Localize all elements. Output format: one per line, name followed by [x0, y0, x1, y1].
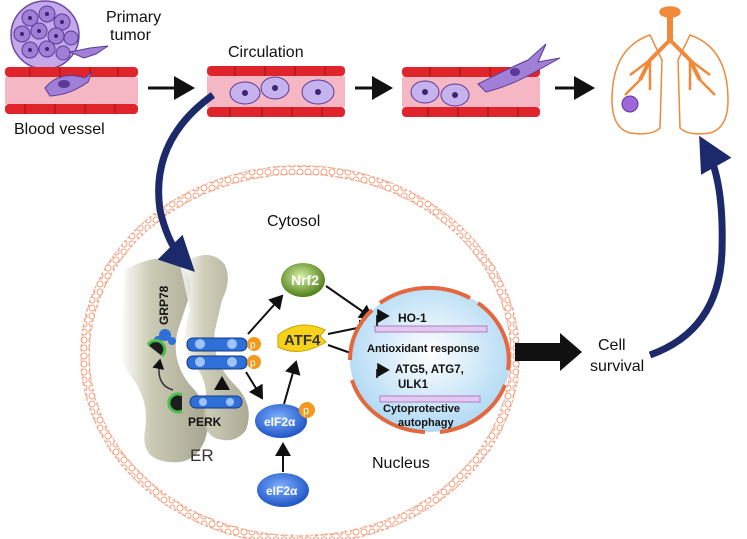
- er-label: ER: [190, 446, 214, 465]
- blood-vessel-circulation: [207, 66, 345, 117]
- perk-dimer-active: [186, 337, 261, 370]
- atg-genes-label-2: ULK1: [398, 379, 429, 391]
- cytoprotective-label: Cytoprotective: [383, 403, 460, 415]
- blood-vessel-1: [5, 67, 138, 114]
- primary-tumor: [10, 0, 109, 70]
- eif2a-phos-label: eIF2α: [264, 415, 296, 429]
- cell-survival-label: Cell: [598, 337, 626, 354]
- grp78-chaperone: [146, 329, 176, 358]
- circulation-to-cell-arrow: [155, 92, 216, 272]
- phospho-eif2a: p: [303, 405, 309, 417]
- grp78-release-arrow: [152, 358, 174, 391]
- eif2a-phosphorylated: [255, 402, 315, 438]
- phospho-perk-1: p: [250, 340, 256, 351]
- lungs-illustration: [611, 6, 729, 135]
- eif2a-unphosphorylated: [257, 473, 309, 507]
- atf4-label: ATF4: [284, 332, 321, 349]
- cell-survival-label-2: survival: [590, 358, 644, 375]
- nucleus: [347, 285, 511, 434]
- eif2a-label: eIF2α: [266, 484, 298, 498]
- antioxidant-response-label: Antioxidant response: [367, 343, 479, 355]
- grp78-label: GRP78: [157, 285, 171, 325]
- atg-genes-label: ATG5, ATG7,: [395, 364, 464, 376]
- survival-to-lung-arrow: [648, 135, 732, 359]
- blood-vessel-label: Blood vessel: [14, 121, 105, 138]
- ho1-label: HO-1: [398, 311, 427, 325]
- cytosol-label: Cytosol: [267, 213, 320, 230]
- nucleus-label: Nucleus: [372, 455, 430, 472]
- primary-tumor-label-2: tumor: [110, 27, 152, 44]
- perk-label: PERK: [188, 415, 222, 429]
- blood-vessel-extravasation: [402, 43, 561, 117]
- survival-arrow: [515, 333, 582, 371]
- nrf2-label: Nrf2: [291, 272, 319, 288]
- autophagy-label: autophagy: [398, 417, 454, 429]
- phospho-perk-2: p: [250, 358, 256, 369]
- primary-tumor-label: Primary: [106, 9, 161, 26]
- nrf2-protein: [281, 263, 325, 297]
- atf4-protein: [277, 324, 327, 352]
- circulation-label: Circulation: [228, 44, 304, 61]
- metastatic-cell-in-lung: [621, 95, 639, 113]
- perk-monomer: [167, 392, 243, 414]
